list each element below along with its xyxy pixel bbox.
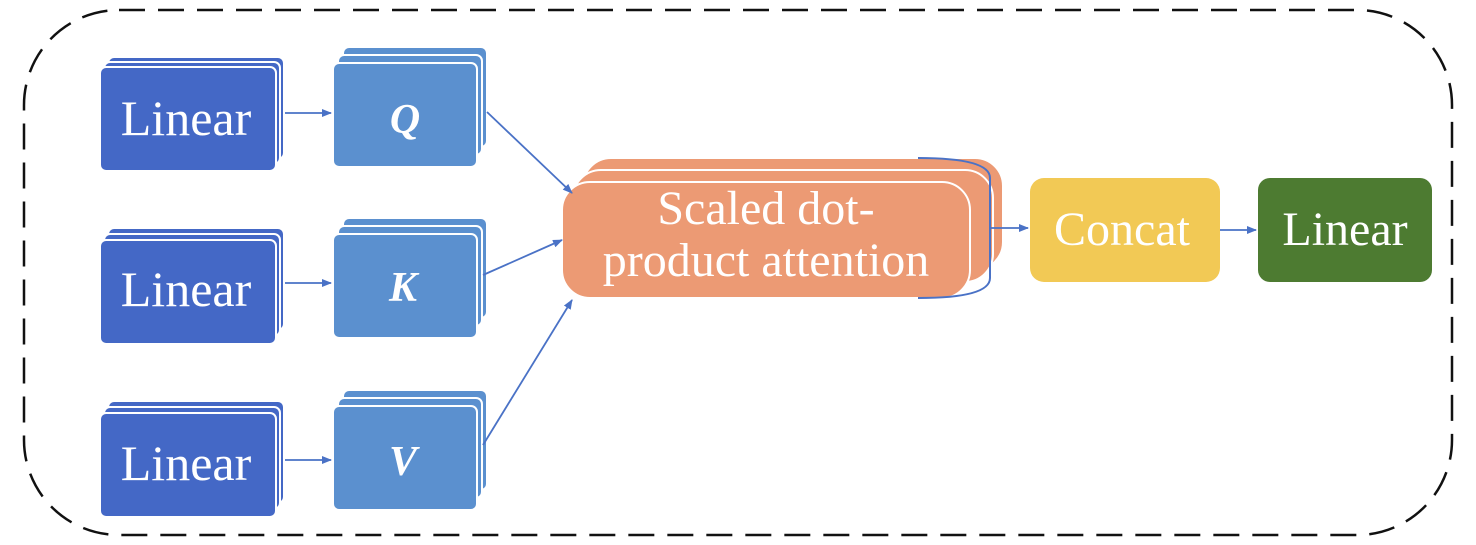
v-stack: V bbox=[332, 389, 488, 511]
k-label: K bbox=[388, 265, 420, 311]
attention-label-line1: Scaled dot- bbox=[657, 182, 874, 235]
v-label: V bbox=[389, 439, 420, 485]
arrow-q-to-attention bbox=[486, 111, 573, 194]
q-label: Q bbox=[390, 97, 420, 143]
concat-label: Concat bbox=[1054, 203, 1191, 256]
linear-q-label: Linear bbox=[121, 90, 252, 146]
linear-q-stack: Linear bbox=[99, 56, 285, 172]
linear-v-stack: Linear bbox=[99, 400, 285, 518]
q-stack: Q bbox=[332, 46, 488, 168]
arrow-k-to-attention bbox=[482, 239, 563, 276]
linear-k-stack: Linear bbox=[99, 227, 285, 345]
attention-stack: Scaled dot- product attention bbox=[561, 157, 1004, 299]
linear-k-label: Linear bbox=[121, 261, 252, 317]
linear-out-box bbox=[1258, 178, 1432, 282]
arrows bbox=[285, 109, 1257, 464]
concat-box bbox=[1030, 178, 1220, 282]
linear-out-label: Linear bbox=[1282, 203, 1407, 256]
attention-label-line2: product attention bbox=[603, 234, 930, 287]
linear-v-label: Linear bbox=[121, 435, 252, 491]
arrow-v-to-attention bbox=[482, 299, 573, 446]
k-stack: K bbox=[332, 217, 488, 339]
